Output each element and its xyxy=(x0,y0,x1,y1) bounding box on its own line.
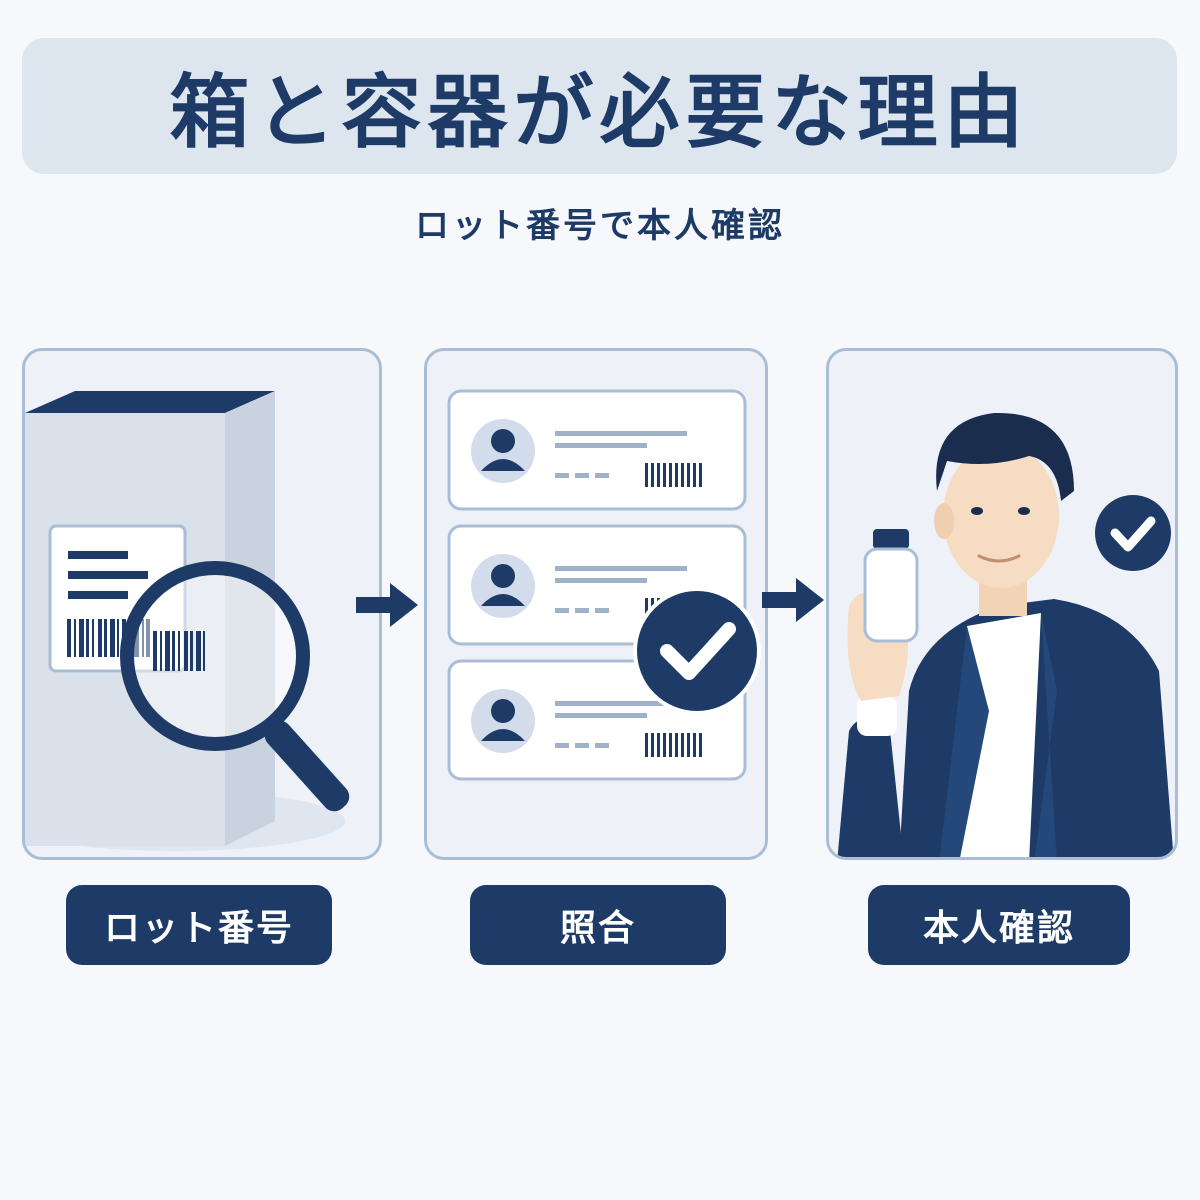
check-badge-icon xyxy=(1095,495,1171,571)
person-hair xyxy=(936,412,1074,501)
box-top xyxy=(25,391,275,413)
magnifier-handle xyxy=(264,720,350,812)
box-barcode-magnifier-icon xyxy=(25,391,350,851)
step-label-identity: 本人確認 xyxy=(868,885,1130,965)
bottle-cap xyxy=(873,529,909,549)
magnifier-lens xyxy=(120,561,310,751)
step-label-lot-number: ロット番号 xyxy=(66,885,332,965)
record-card xyxy=(447,389,747,511)
panel-lot-number xyxy=(22,348,382,860)
page-title: 箱と容器が必要な理由 xyxy=(169,66,1030,159)
arrow-right-icon xyxy=(762,578,824,622)
bottle-body xyxy=(863,547,919,643)
panel-identity xyxy=(826,348,1178,860)
arrow-right-icon xyxy=(356,583,418,627)
panel-verification xyxy=(424,348,768,860)
title-banner: 箱と容器が必要な理由 xyxy=(22,38,1177,174)
person-face xyxy=(943,444,1059,588)
person-shirt xyxy=(959,613,1041,857)
step-label-verification: 照合 xyxy=(470,885,726,965)
barcode-icon xyxy=(67,619,150,657)
record-list-check-icon xyxy=(447,389,761,781)
check-badge-icon xyxy=(633,587,761,715)
person-holding-bottle-icon xyxy=(837,412,1174,857)
page-subtitle: ロット番号で本人確認 xyxy=(415,206,785,246)
